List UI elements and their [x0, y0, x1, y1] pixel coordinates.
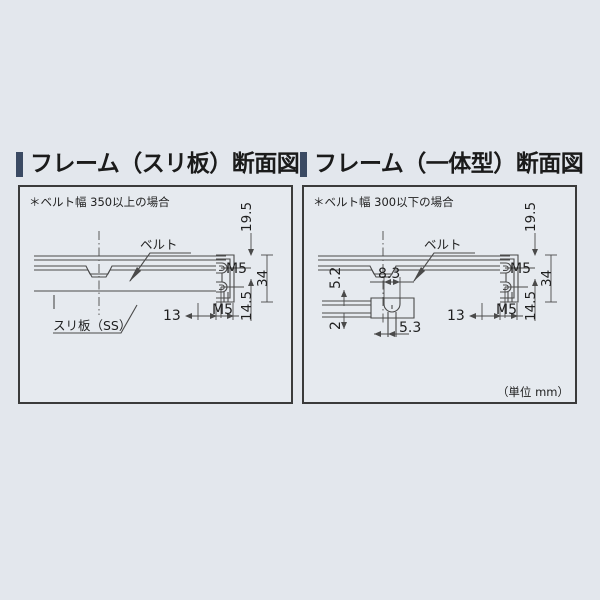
dimension-5-3	[374, 331, 409, 337]
label-dim-19-5: 19.5	[523, 202, 539, 232]
belt-profile	[318, 255, 510, 261]
label-slide-plate: スリ板（SS）	[53, 318, 131, 333]
leader-slide-plate	[53, 304, 138, 334]
label-dim-8-3: 8.3	[378, 266, 400, 282]
label-belt: ベルト	[424, 237, 462, 252]
label-dim-5-2: 5.2	[328, 267, 344, 289]
leader-m5-lower	[220, 286, 244, 318]
dimension-m5-base	[215, 303, 239, 320]
drawing-frame-right: ＊ベルト幅 300以下の場合	[302, 185, 577, 404]
dimension-2	[322, 312, 350, 329]
label-dim-14-5: 14.5	[239, 291, 255, 321]
label-m5-upper: M5	[226, 261, 247, 277]
label-m5-lower: M5	[212, 302, 233, 318]
panel-frame-integrated: フレーム（一体型）断面図 ＊ベルト幅 300以下の場合	[300, 148, 584, 418]
note-belt-width-left: ＊ベルト幅 350以上の場合	[29, 195, 170, 209]
dimension-14-5	[532, 279, 538, 321]
panel-title-label: フレーム（スリ板）断面図	[30, 150, 300, 177]
frame-extrusion-profile	[216, 254, 235, 303]
dimension-14-5	[248, 279, 254, 321]
note-belt-width-right: ＊ベルト幅 300以下の場合	[313, 195, 454, 209]
belt-lower-profile	[318, 265, 500, 278]
label-dim-34: 34	[255, 270, 271, 287]
units-note: （単位 mm）	[496, 385, 569, 399]
belt-profile	[34, 255, 226, 261]
label-m5-upper: M5	[510, 261, 531, 277]
label-m5-lower: M5	[496, 302, 517, 318]
dimension-34	[261, 254, 273, 303]
label-belt: ベルト	[140, 237, 178, 252]
label-dim-19-5: 19.5	[239, 202, 255, 232]
dimension-13	[185, 303, 217, 320]
label-dim-5-3: 5.3	[399, 320, 421, 336]
title-accent-bar-icon	[16, 151, 23, 177]
title-accent-bar-icon	[300, 151, 307, 177]
dimension-13	[469, 303, 501, 320]
dimension-19-5	[248, 233, 254, 256]
dimension-19-5	[532, 233, 538, 256]
panel-frame-slide-plate: フレーム（スリ板）断面図 ＊ベルト幅 350以上の場合	[16, 148, 300, 418]
drawing-frame-left: ＊ベルト幅 350以上の場合	[18, 185, 293, 404]
dimension-8-3	[370, 277, 414, 299]
panel-title-right: フレーム（一体型）断面図	[300, 148, 584, 180]
label-dim-14-5: 14.5	[523, 291, 539, 321]
dimension-m5-base	[499, 303, 523, 320]
label-dim-13: 13	[163, 308, 181, 324]
drawing-canvas-right: ベルト 8.3 5.2 2 5.3 19.5 34 14.5 M5 M5 13	[304, 187, 575, 402]
leader-belt	[413, 252, 475, 282]
label-dim-13: 13	[447, 308, 465, 324]
dimension-34	[545, 254, 557, 303]
slide-plate-profile	[34, 265, 216, 278]
leader-belt	[129, 252, 191, 282]
label-dim-34: 34	[539, 270, 555, 287]
dimension-5-2	[322, 290, 350, 306]
label-dim-2: 2	[328, 321, 344, 330]
panel-title-label: フレーム（一体型）断面図	[314, 150, 584, 177]
leader-m5-lower	[504, 286, 528, 318]
panel-title-left: フレーム（スリ板）断面図	[16, 148, 300, 180]
drawing-canvas-left: ベルト スリ板（SS） 19.5 34 14.5 M5 M5 13	[20, 187, 291, 402]
panel-group: フレーム（スリ板）断面図 ＊ベルト幅 350以上の場合	[0, 148, 600, 418]
